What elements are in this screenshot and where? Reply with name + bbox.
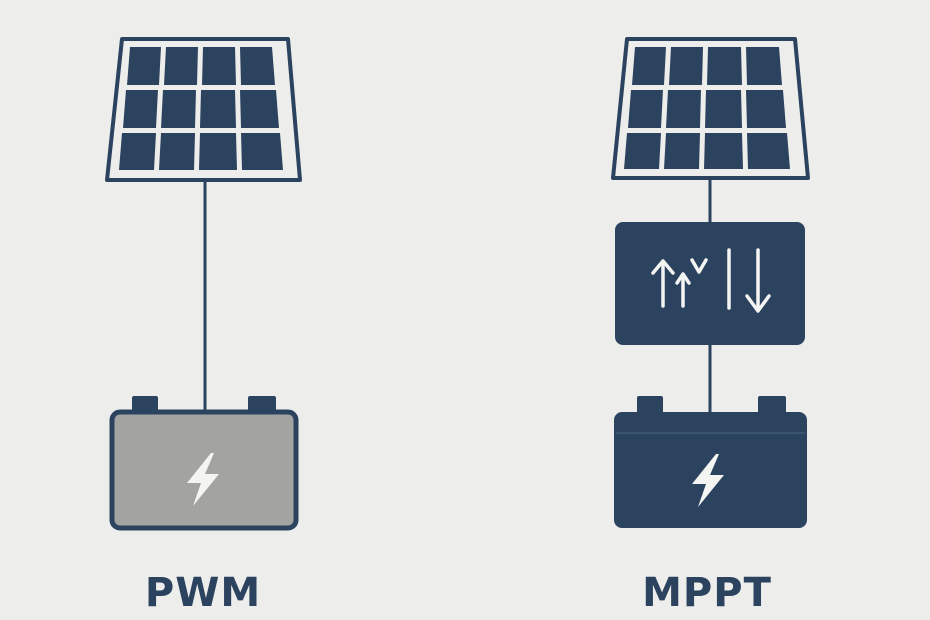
mppt-label: MPPT bbox=[642, 570, 772, 616]
pwm-solar-panel-icon bbox=[105, 37, 302, 182]
mppt-system: MPPT bbox=[611, 37, 810, 616]
mppt-solar-panel-icon bbox=[611, 37, 810, 180]
mppt-lightning-bolt-icon bbox=[692, 454, 724, 507]
pwm-battery-icon bbox=[109, 396, 299, 531]
mppt-battery-icon bbox=[614, 396, 807, 528]
pwm-label: PWM bbox=[145, 570, 261, 616]
pwm-lightning-bolt-icon bbox=[187, 453, 219, 506]
mppt-dc-dc-converter-icon bbox=[615, 222, 805, 345]
pwm-system: PWM bbox=[105, 37, 302, 616]
mppt-up-down-arrows-icon bbox=[651, 248, 771, 313]
